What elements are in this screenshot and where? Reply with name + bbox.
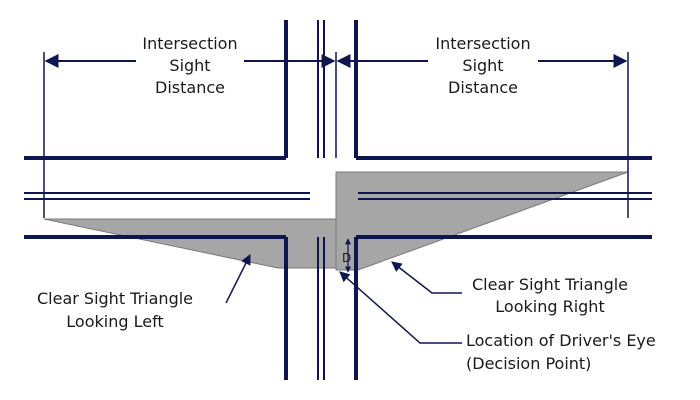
right-triangle-label-line2: Looking Right — [495, 297, 604, 316]
clear-sight-triangle-left — [43, 218, 337, 269]
road-edges — [24, 20, 652, 380]
dimension-extension-lines — [43, 52, 629, 218]
right-distance-label-line1: Intersection — [435, 34, 530, 53]
d-marker-label: D — [342, 251, 351, 265]
clear-sight-triangle-right — [335, 171, 629, 271]
right-triangle-label-line1: Clear Sight Triangle — [472, 275, 628, 294]
right-triangle-leader — [391, 261, 462, 294]
drivers-eye-label-line1: Location of Driver's Eye — [466, 331, 656, 350]
left-triangle-label-line2: Looking Left — [66, 312, 163, 331]
left-distance-label-line1: Intersection — [142, 34, 237, 53]
left-triangle-label-line1: Clear Sight Triangle — [37, 289, 193, 308]
right-distance-label-line3: Distance — [448, 78, 518, 97]
leader-lines — [225, 254, 462, 344]
left-distance-label-line2: Sight — [169, 56, 210, 75]
left-triangle-leader — [225, 254, 251, 304]
drivers-eye-label-line2: (Decision Point) — [466, 354, 591, 373]
right-distance-label-line2: Sight — [462, 56, 503, 75]
left-distance-label-line3: Distance — [155, 78, 225, 97]
drivers-eye-leader — [339, 271, 462, 344]
